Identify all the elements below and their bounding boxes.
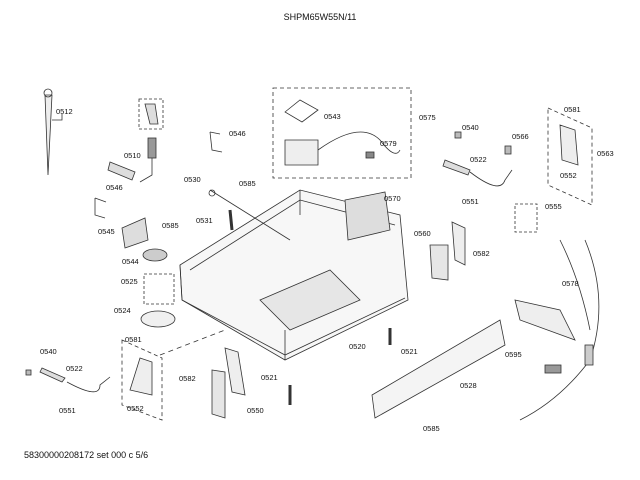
label-0545: 0545: [98, 227, 115, 236]
part-0543-0579-group: [272, 87, 412, 179]
label-0522-lower: 0522: [66, 364, 83, 373]
part-0560-hinge: [429, 221, 466, 281]
label-0578: 0578: [562, 279, 579, 288]
part-0522-right: [442, 159, 513, 187]
label-0585: 0585: [162, 221, 179, 230]
label-0510: 0510: [124, 151, 141, 160]
label-0551-lower: 0551: [59, 406, 76, 415]
label-0582-lower: 0582: [179, 374, 196, 383]
label-0551: 0551: [462, 197, 479, 206]
label-0524: 0524: [114, 306, 131, 315]
part-0555-group: [514, 203, 538, 233]
label-0575: 0575: [419, 113, 436, 122]
part-0530-rail: [208, 189, 291, 241]
label-0585-upper: 0585: [239, 179, 256, 188]
part-0570-control: [344, 191, 391, 241]
part-0550-hinge: [211, 347, 246, 419]
label-0563: 0563: [597, 149, 614, 158]
label-0543: 0543: [324, 112, 341, 121]
label-0530: 0530: [184, 175, 201, 184]
part-0522-left: [25, 367, 111, 393]
label-0555: 0555: [545, 202, 562, 211]
part-0524-disc: [140, 310, 176, 328]
part-0544-sensor: [142, 248, 168, 262]
label-0595: 0595: [505, 350, 522, 359]
label-0521: 0521: [261, 373, 278, 382]
label-0552-lower: 0552: [127, 404, 144, 413]
diagram-footer: 58300000208172 set 000 c 5/6: [24, 450, 149, 460]
label-0581-lower: 0581: [125, 335, 142, 344]
part-0546-clip: [94, 197, 107, 219]
label-0540: 0540: [462, 123, 479, 132]
part-0510-valve: [107, 98, 164, 183]
label-0528: 0528: [460, 381, 477, 390]
label-0525: 0525: [121, 277, 138, 286]
label-0521-right: 0521: [401, 347, 418, 356]
label-0531: 0531: [196, 216, 213, 225]
part-0521-screws: [288, 328, 392, 405]
part-0546-upper-clip: [209, 131, 223, 153]
diagram-title: SHPM65W55N/11: [283, 12, 357, 22]
label-0540-lower: 0540: [40, 347, 57, 356]
label-0550: 0550: [247, 406, 264, 415]
label-0522: 0522: [470, 155, 487, 164]
label-0566: 0566: [512, 132, 529, 141]
part-0545-connector: [121, 217, 149, 249]
label-0552: 0552: [560, 171, 577, 180]
label-0544: 0544: [122, 257, 139, 266]
part-0512-rod: [43, 88, 63, 176]
label-0585-lower: 0585: [423, 424, 440, 433]
part-0566: [504, 145, 512, 155]
label-0582: 0582: [473, 249, 490, 258]
label-0581: 0581: [564, 105, 581, 114]
part-0528-panel: [371, 319, 506, 419]
part-0578-harness: [514, 239, 600, 421]
label-0546: 0546: [106, 183, 123, 192]
label-0520: 0520: [349, 342, 366, 351]
label-0570: 0570: [384, 194, 401, 203]
label-0579: 0579: [380, 139, 397, 148]
part-0563-hinge-group: [547, 107, 593, 206]
part-0525-group: [143, 273, 175, 305]
label-0512: 0512: [56, 107, 73, 116]
label-0560: 0560: [414, 229, 431, 238]
part-0540-right: [454, 131, 462, 139]
part-0553-hinge-group: [121, 329, 226, 421]
label-0546-upper: 0546: [229, 129, 246, 138]
